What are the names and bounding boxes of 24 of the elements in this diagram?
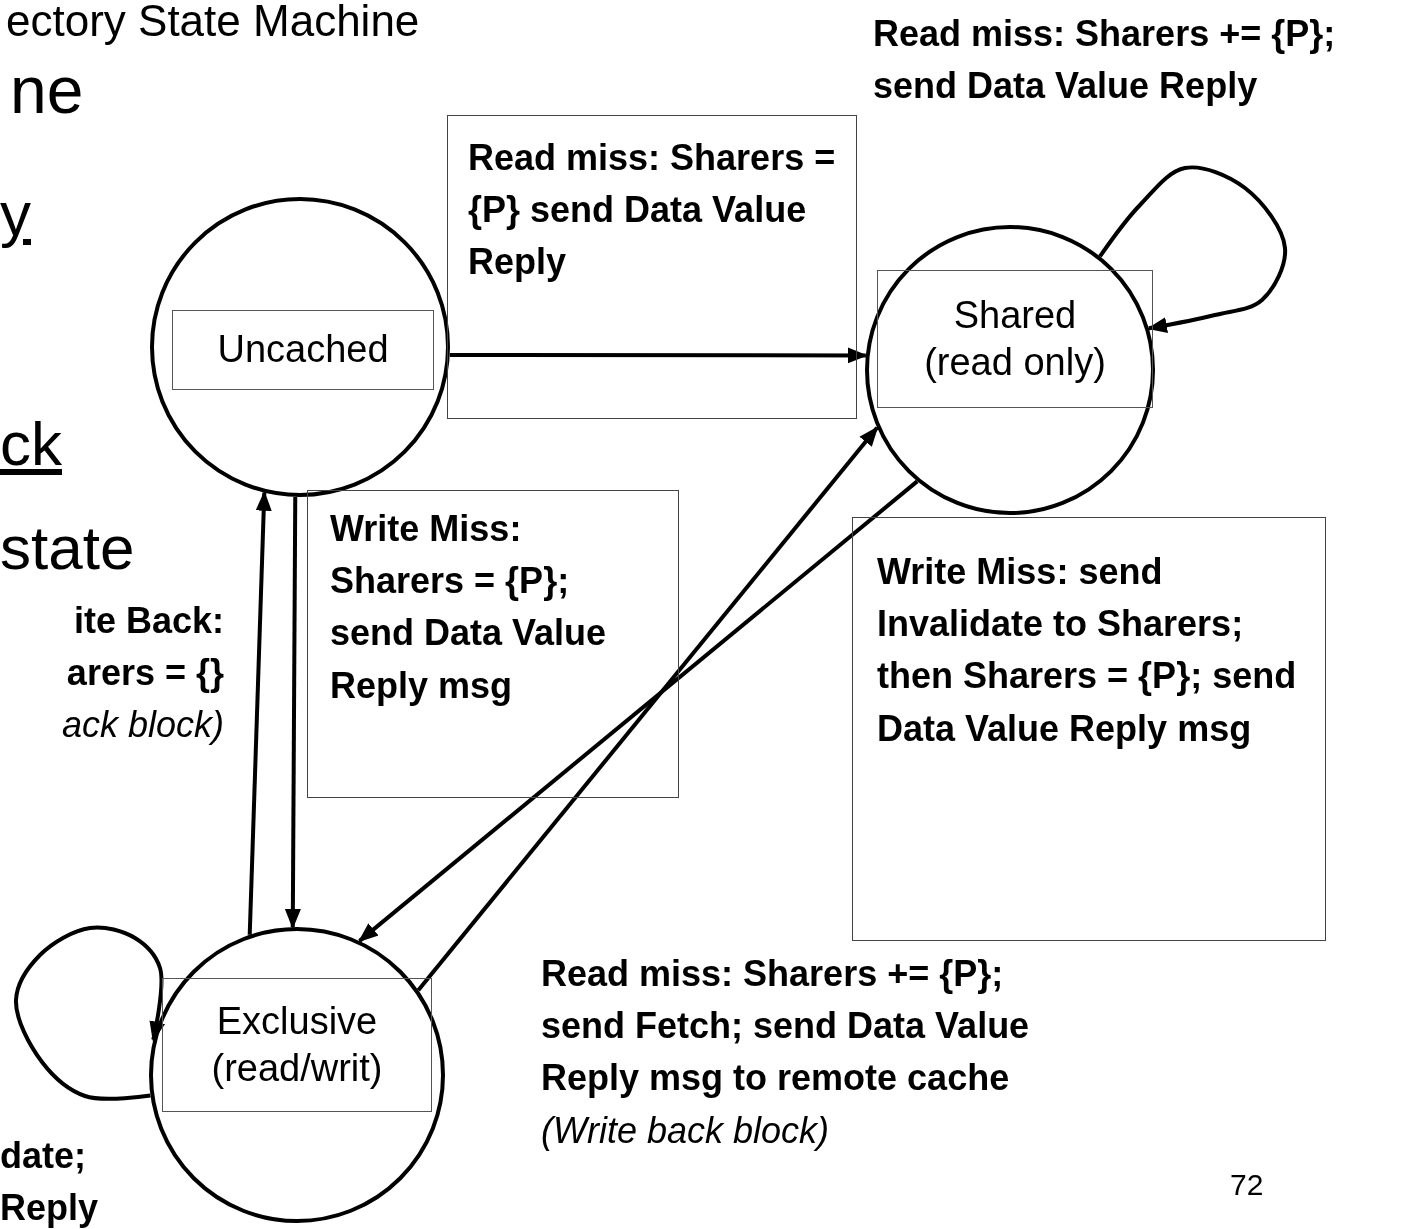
state-label: Uncached: [172, 310, 434, 390]
state-circle: [865, 225, 1155, 515]
state-label: Exclusive (read/writ): [162, 978, 432, 1112]
page-number: 72: [1230, 1168, 1264, 1202]
edge-label: Read miss: Sharers = {P} send Data Value Reply: [447, 115, 857, 419]
edge-label: date; Reply: [0, 1134, 100, 1229]
edge-label: Write Miss: send Invalidate to Sharers; then Sharers = {P}; send Data Value Reply msg: [852, 517, 1326, 941]
text-fragment: state: [0, 512, 135, 583]
arrow: [449, 347, 868, 364]
text-fragment: ck: [0, 408, 62, 479]
arrow: [284, 496, 301, 930]
slide-title: ectory State Machine: [6, 0, 420, 46]
state-circle: [150, 197, 450, 497]
text-fragment: ne: [10, 52, 84, 128]
self-loop-arrow: [14, 925, 165, 1101]
edge-label: Write Miss: Sharers = {P}; send Data Value Reply msg: [307, 490, 679, 798]
self-loop-arrow: [1098, 165, 1288, 334]
text-fragment: y: [0, 178, 31, 249]
arrow: [358, 479, 919, 943]
edge-label: Read miss: Sharers += {P}; send Fetch; send Data Value Reply msg to remote cache (Write back block): [541, 952, 1031, 1153]
arrow: [247, 490, 272, 935]
edge-label: Read miss: Sharers += {P}; send Data Value Reply: [873, 12, 1337, 109]
state-circle: [149, 927, 445, 1223]
state-label: Shared (read only): [877, 270, 1153, 408]
